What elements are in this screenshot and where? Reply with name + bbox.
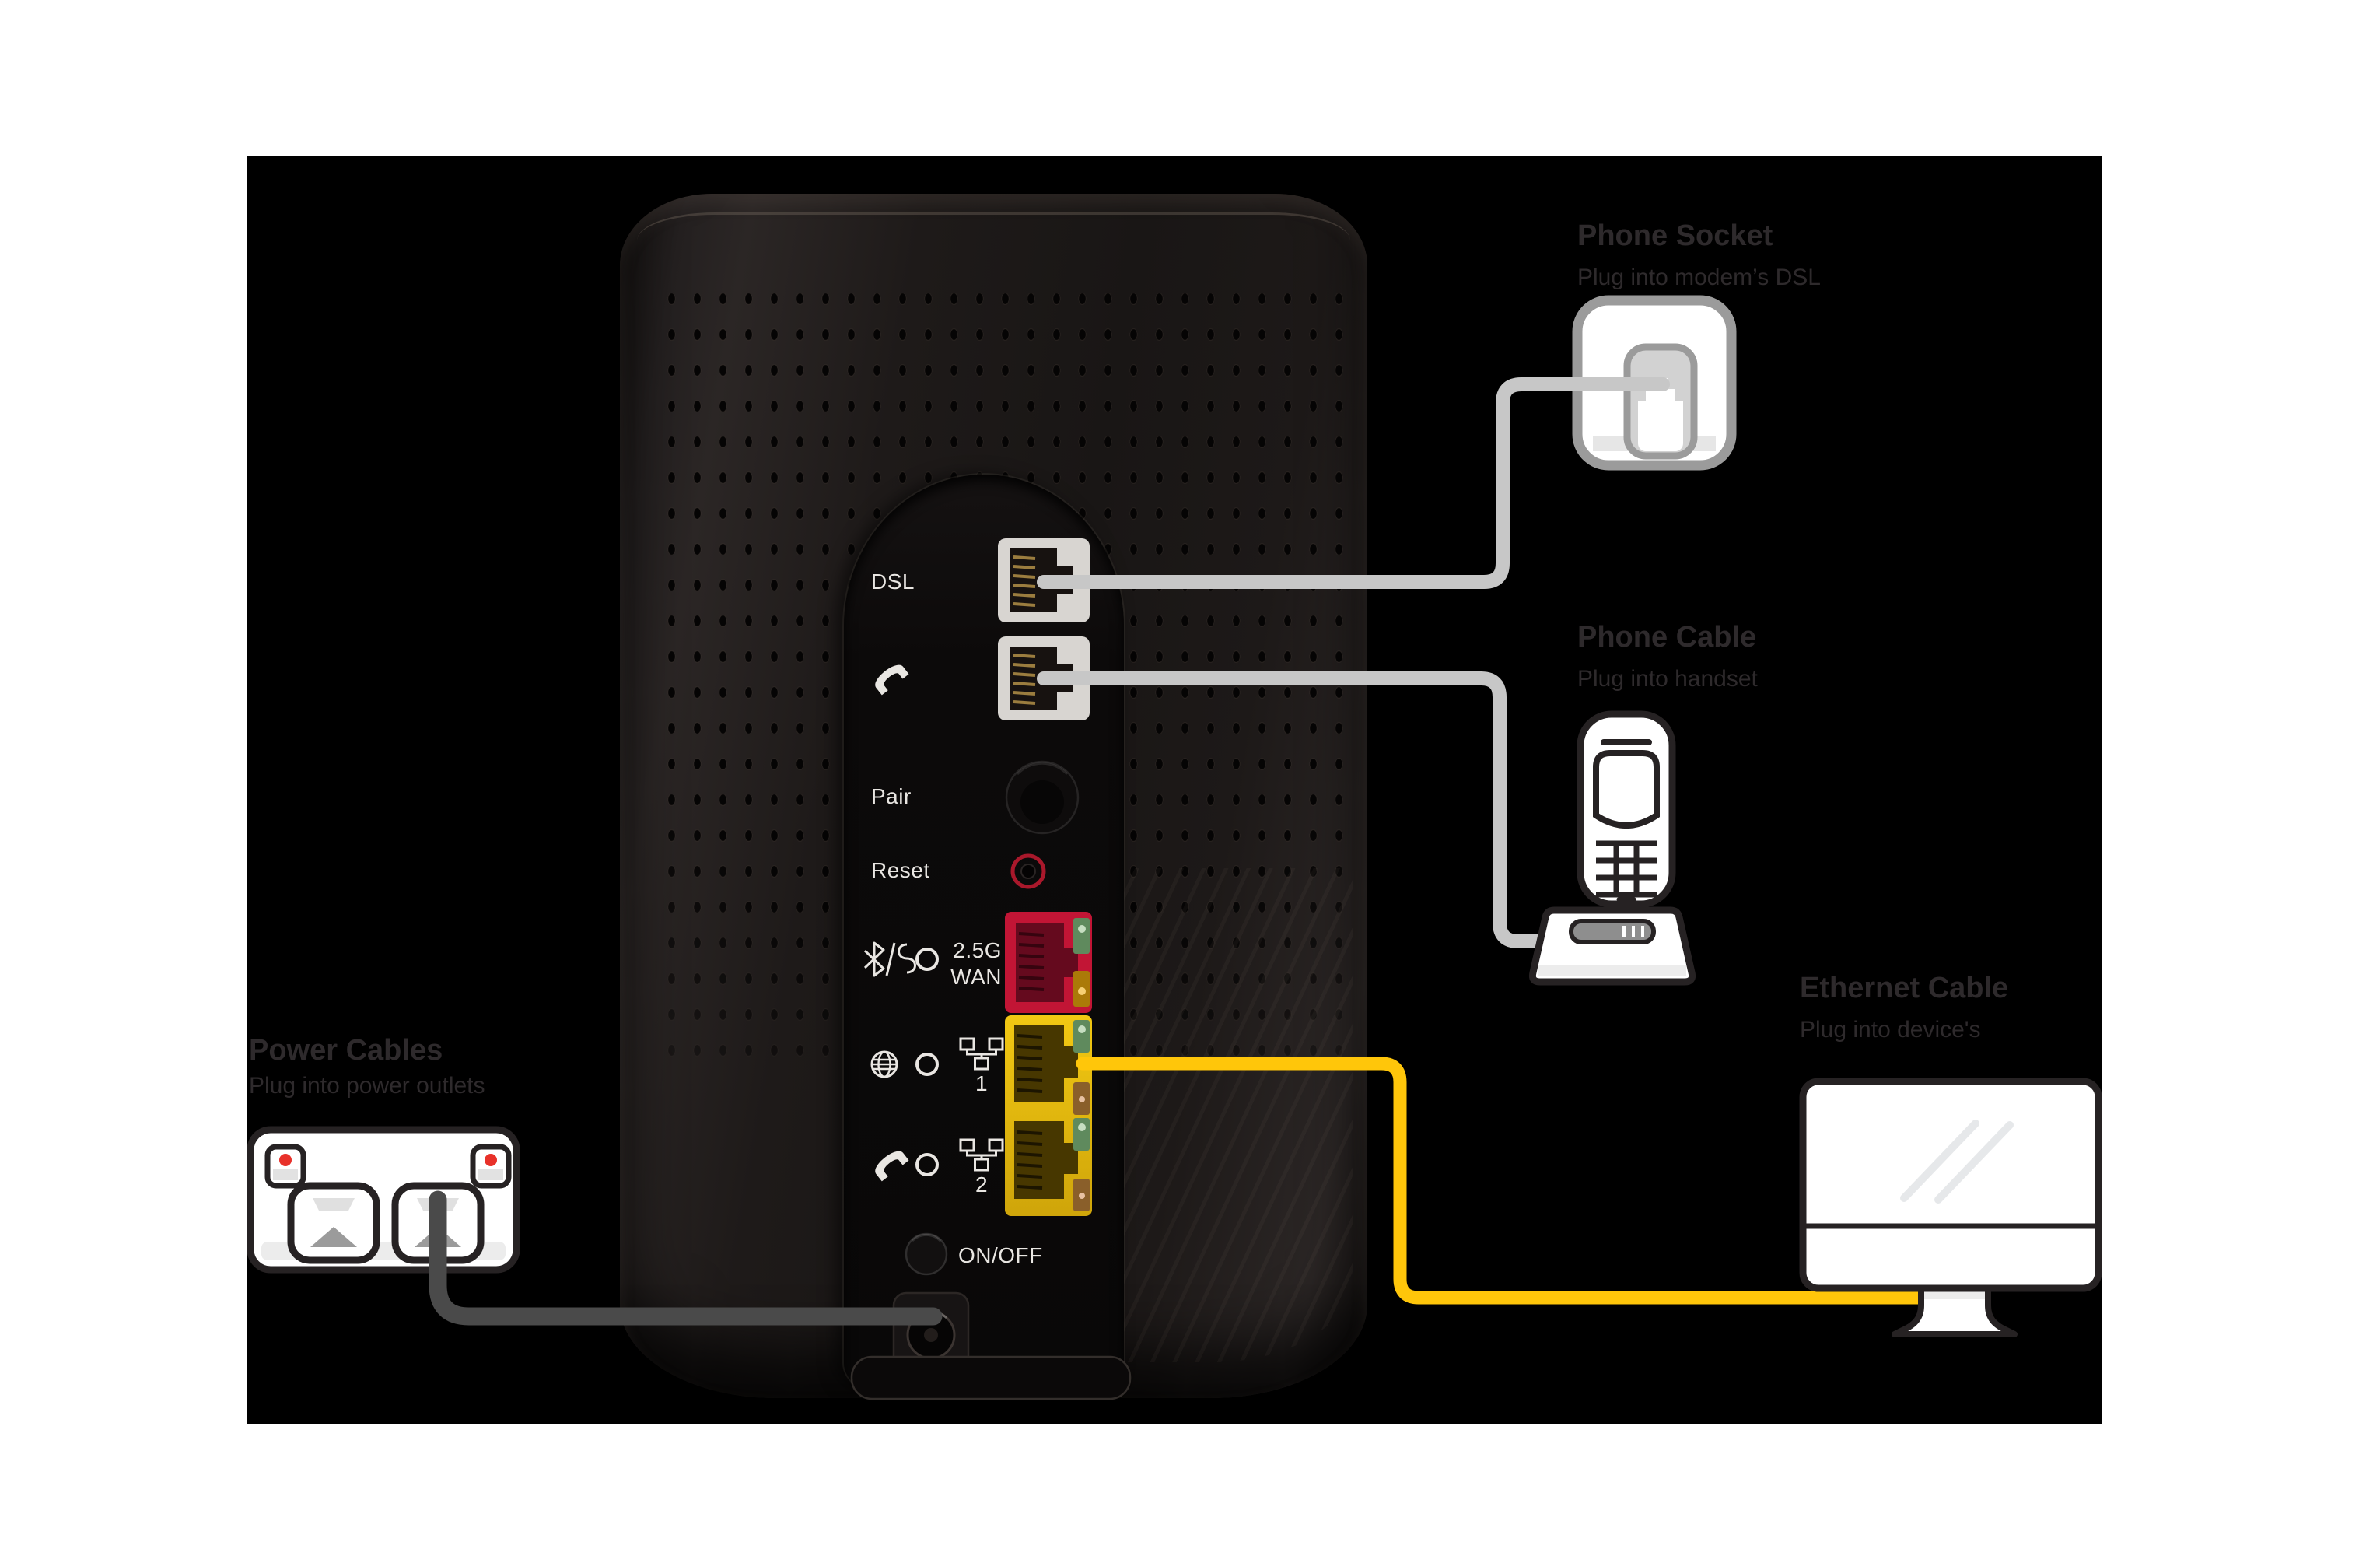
wan-label-line1: 2.5G	[953, 938, 1002, 962]
internet-globe-icon	[870, 1050, 898, 1078]
callout-subtitle: Plug into power outlets	[249, 1073, 485, 1099]
lan2-number: 2	[975, 1172, 989, 1197]
callout-title: Phone Cable	[1577, 621, 1757, 654]
handle-groove	[850, 1355, 1132, 1400]
callout-phone-socket: Phone Socket Plug into modem’s DSL	[1577, 219, 1821, 292]
power-cable	[429, 1190, 943, 1326]
callout-subtitle: Plug into modem’s DSL	[1577, 265, 1821, 290]
screen-glare	[1900, 1120, 2014, 1204]
outlet-switch-right	[470, 1144, 512, 1189]
wan-label-line2: WAN	[950, 965, 1002, 989]
bluetooth-pair-icon	[863, 941, 916, 977]
callout-title: Phone Socket	[1577, 219, 1773, 252]
wan-led-green	[1073, 918, 1090, 954]
phone-icon-panel-top	[875, 664, 909, 696]
reset-label: Reset	[871, 858, 930, 882]
handset-body	[1577, 710, 1676, 908]
phone-cable	[1037, 671, 1563, 948]
callout-title: Power Cables	[249, 1034, 443, 1067]
lan-port-block	[1005, 1015, 1092, 1216]
dsl-cable	[1037, 377, 1670, 589]
dsl-port-label: DSL	[871, 569, 915, 594]
phone-icon-panel-bottom	[875, 1151, 909, 1182]
lan1-network-icon	[959, 1037, 1004, 1071]
ethernet-cable	[1076, 1057, 1934, 1305]
cables	[429, 377, 1934, 1326]
reset-hole	[1010, 853, 1046, 889]
modem-device	[620, 194, 1367, 1398]
wan-port-label: 2.5G WAN	[893, 937, 1002, 990]
lan2-network-icon	[959, 1138, 1004, 1172]
power-button-label: ON/OFF	[958, 1243, 1043, 1267]
computer-monitor-icon	[1799, 1078, 2102, 1337]
callout-phone-cable: Phone Cable Plug into handset	[1577, 620, 1758, 693]
lan1-number: 1	[975, 1071, 989, 1095]
callout-subtitle: Plug into device's	[1800, 1017, 1981, 1043]
outlet-switch-left	[264, 1144, 306, 1189]
pair-button	[1005, 760, 1080, 835]
callout-title: Ethernet Cable	[1800, 972, 2009, 1004]
handset-screen	[1593, 750, 1660, 829]
outlet-socket-left	[287, 1182, 380, 1264]
rj11-plug-silhouette	[1638, 378, 1683, 451]
phone2-led	[915, 1153, 939, 1176]
power-button	[905, 1232, 948, 1276]
internet-led	[915, 1053, 939, 1076]
callout-ethernet-cable: Ethernet Cable Plug into device's	[1800, 971, 2008, 1044]
bluetooth-led	[915, 948, 939, 971]
handset-dock	[1528, 906, 1696, 986]
handset-keypad	[1596, 840, 1657, 898]
callout-power-cables: Power Cables Plug into power outlets	[249, 1033, 485, 1100]
callout-subtitle: Plug into handset	[1577, 666, 1758, 692]
phone-port	[998, 636, 1090, 720]
pair-button-label: Pair	[871, 784, 912, 808]
wan-port	[1005, 912, 1092, 1013]
phone-handset-icon	[1528, 710, 1696, 986]
power-outlet-icon	[247, 1126, 520, 1274]
